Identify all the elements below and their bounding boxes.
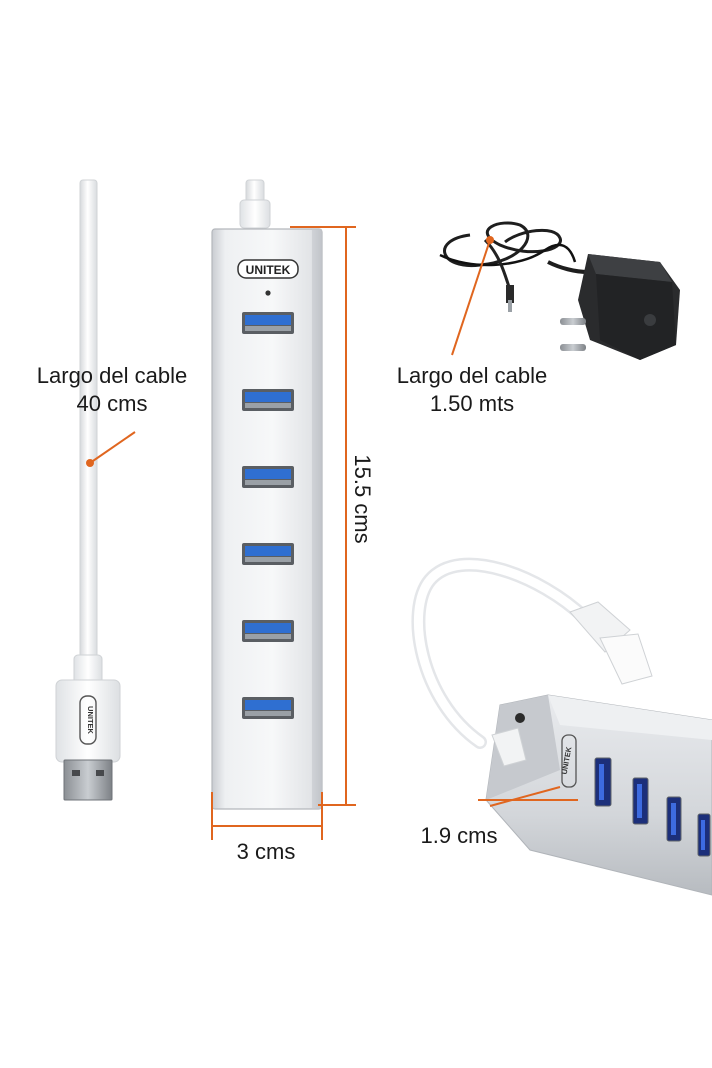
usb-port-tongue bbox=[245, 392, 291, 402]
usb-port-gap bbox=[245, 480, 291, 485]
led-indicator bbox=[265, 290, 271, 296]
usb-port bbox=[242, 389, 294, 411]
width-label: 3 cms bbox=[236, 839, 296, 864]
hub-front-view: UNITEK bbox=[211, 179, 323, 810]
usb-port-gap bbox=[245, 403, 291, 408]
usb-port-tongue bbox=[245, 315, 291, 325]
height-label: 15.5 cms bbox=[350, 454, 375, 544]
width-dimension bbox=[211, 792, 323, 840]
adapter-cable-label-line1: Largo del cable bbox=[396, 363, 548, 388]
adapter-cable-label-line2: 1.50 mts bbox=[429, 391, 515, 416]
adapter-cable-length-label: Largo del cable 1.50 mts bbox=[376, 362, 568, 418]
depth-dimension bbox=[478, 786, 578, 807]
hub-brand-text: UNITEK bbox=[246, 263, 291, 277]
usb-port-gap bbox=[245, 326, 291, 331]
hub-cable-label-line1: Largo del cable bbox=[36, 363, 188, 388]
usb-port bbox=[242, 697, 294, 719]
hub-cable-pointer bbox=[86, 431, 136, 467]
usb-port bbox=[242, 620, 294, 642]
hub-cable-label-line2: 40 cms bbox=[76, 391, 148, 416]
angled-usb-ports bbox=[594, 757, 711, 857]
usb-port-gap bbox=[245, 557, 291, 562]
usb-port-gap bbox=[245, 634, 291, 639]
usb-ports bbox=[242, 312, 294, 719]
usb-port bbox=[242, 466, 294, 488]
adapter-cable-pointer bbox=[451, 236, 494, 356]
hub-angled-view: UNITEK bbox=[411, 557, 712, 896]
usb-port-tongue bbox=[245, 546, 291, 556]
usb-port-tongue bbox=[245, 623, 291, 633]
hub-cable: UNITEK bbox=[55, 179, 121, 801]
unitek-logo: UNITEK bbox=[79, 695, 97, 745]
usb-port bbox=[242, 543, 294, 565]
usb-port-tongue bbox=[245, 469, 291, 479]
plug-brand-text: UNITEK bbox=[86, 706, 95, 735]
depth-label: 1.9 cms bbox=[420, 823, 498, 848]
usb-port-tongue bbox=[245, 700, 291, 710]
height-dimension bbox=[290, 226, 356, 806]
usb-port bbox=[242, 312, 294, 334]
power-adapter-photo bbox=[439, 221, 680, 360]
unitek-logo: UNITEK bbox=[237, 259, 299, 279]
usb-port-gap bbox=[245, 711, 291, 716]
hub-cable-length-label: Largo del cable 40 cms bbox=[14, 362, 210, 418]
